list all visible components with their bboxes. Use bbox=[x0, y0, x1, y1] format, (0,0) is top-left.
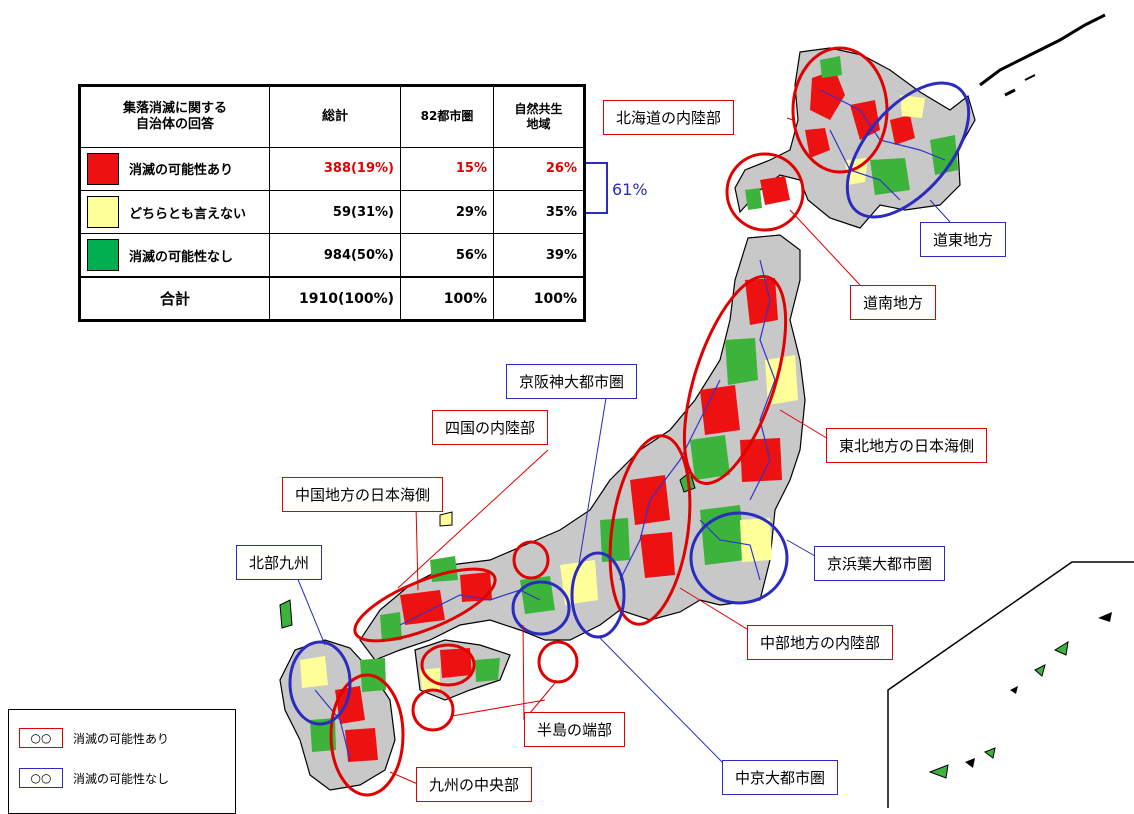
circle-chukyo bbox=[570, 551, 626, 639]
table-sum-row: 合計 1910(100%) 100% 100% bbox=[79, 276, 585, 322]
legend-red-circle: ○○ bbox=[19, 728, 63, 748]
circle-donan bbox=[725, 152, 805, 232]
row-label: どちらとも言えない bbox=[129, 206, 247, 222]
cell-nature: 35% bbox=[493, 190, 585, 235]
okinawa-inset-frame bbox=[887, 561, 1134, 808]
sum-label: 合計 bbox=[79, 276, 270, 322]
circle-keihanshin bbox=[511, 580, 571, 636]
swatch-red bbox=[87, 152, 119, 185]
label-keihinyo: 京浜葉大都市圏 bbox=[814, 546, 946, 581]
cell-total: 984(50%) bbox=[269, 233, 401, 278]
label-keihanshin: 京阪神大都市圏 bbox=[506, 364, 638, 399]
cell-metro: 56% bbox=[400, 233, 494, 278]
label-kyushu: 九州の中央部 bbox=[416, 767, 533, 802]
legend-blue-circle: ○○ bbox=[19, 768, 63, 788]
label-hanto: 半島の端部 bbox=[524, 712, 626, 747]
label-doto: 道東地方 bbox=[920, 222, 1007, 257]
row-label: 消滅の可能性なし bbox=[129, 249, 234, 265]
swatch-yellow bbox=[87, 196, 119, 229]
sum-metro: 100% bbox=[400, 276, 494, 322]
table-row: 消滅の可能性あり 388(19%) 15% 26% bbox=[79, 146, 585, 192]
label-chugoku: 中国地方の日本海側 bbox=[282, 477, 444, 512]
cell-total: 388(19%) bbox=[269, 146, 401, 192]
table-row: 消滅の可能性なし 984(50%) 56% 39% bbox=[79, 233, 585, 278]
circle-keihinyo bbox=[689, 511, 789, 605]
circle-kyushu-central bbox=[329, 673, 405, 797]
swatch-green bbox=[87, 239, 119, 272]
legend-red-label: 消滅の可能性あり bbox=[73, 731, 170, 746]
cell-metro: 15% bbox=[400, 146, 494, 192]
cell-metro: 29% bbox=[400, 190, 494, 235]
bracket-61 bbox=[580, 162, 608, 214]
honshu-landmass bbox=[359, 234, 806, 661]
header-metro: 82都市圏 bbox=[400, 85, 494, 148]
circle-kii bbox=[537, 640, 579, 684]
legend-row-blue: ○○ 消滅の可能性なし bbox=[19, 768, 169, 788]
circle-ashizuri bbox=[411, 688, 455, 732]
table-row: どちらとも言えない 59(31%) 29% 35% bbox=[79, 190, 585, 235]
label-donan: 道南地方 bbox=[850, 285, 937, 320]
row-label: 消滅の可能性あり bbox=[129, 163, 234, 179]
okinawa-islands bbox=[928, 612, 1112, 779]
label-shikoku: 四国の内陸部 bbox=[432, 410, 549, 445]
hokkaido-landmass bbox=[734, 13, 1106, 229]
map-legend: ○○ 消滅の可能性あり ○○ 消滅の可能性なし bbox=[8, 709, 236, 814]
label-chubu: 中部地方の内陸部 bbox=[747, 625, 894, 660]
label-chukyo: 中京大都市圏 bbox=[722, 760, 839, 795]
circle-kinki-north bbox=[512, 540, 550, 580]
municipality-survey-table: 集落消滅に関する 自治体の回答 総計 82都市圏 自然共生 地域 消滅の可能性あ… bbox=[78, 84, 586, 322]
cell-total: 59(31%) bbox=[269, 190, 401, 235]
label-tohoku: 東北地方の日本海側 bbox=[826, 428, 988, 463]
circle-doto bbox=[845, 81, 971, 219]
label-hokkaido-inland: 北海道の内陸部 bbox=[603, 100, 735, 135]
bracket-percent-label: 61% bbox=[612, 180, 648, 199]
circle-kitakyushu bbox=[288, 640, 352, 726]
legend-row-red: ○○ 消滅の可能性あり bbox=[19, 728, 169, 748]
header-total: 総計 bbox=[269, 85, 401, 148]
circle-tohoku bbox=[682, 275, 788, 485]
sum-nature: 100% bbox=[493, 276, 585, 322]
circle-chugoku bbox=[353, 567, 497, 643]
legend-blue-label: 消滅の可能性なし bbox=[73, 771, 170, 786]
circle-chubu bbox=[608, 434, 692, 626]
label-kitakyushu: 北部九州 bbox=[236, 545, 323, 580]
header-response: 集落消滅に関する 自治体の回答 bbox=[79, 85, 270, 148]
cell-nature: 39% bbox=[493, 233, 585, 278]
cell-nature: 26% bbox=[493, 146, 585, 192]
circle-shikoku bbox=[420, 643, 476, 687]
header-nature: 自然共生 地域 bbox=[493, 85, 585, 148]
sum-total: 1910(100%) bbox=[269, 276, 401, 322]
